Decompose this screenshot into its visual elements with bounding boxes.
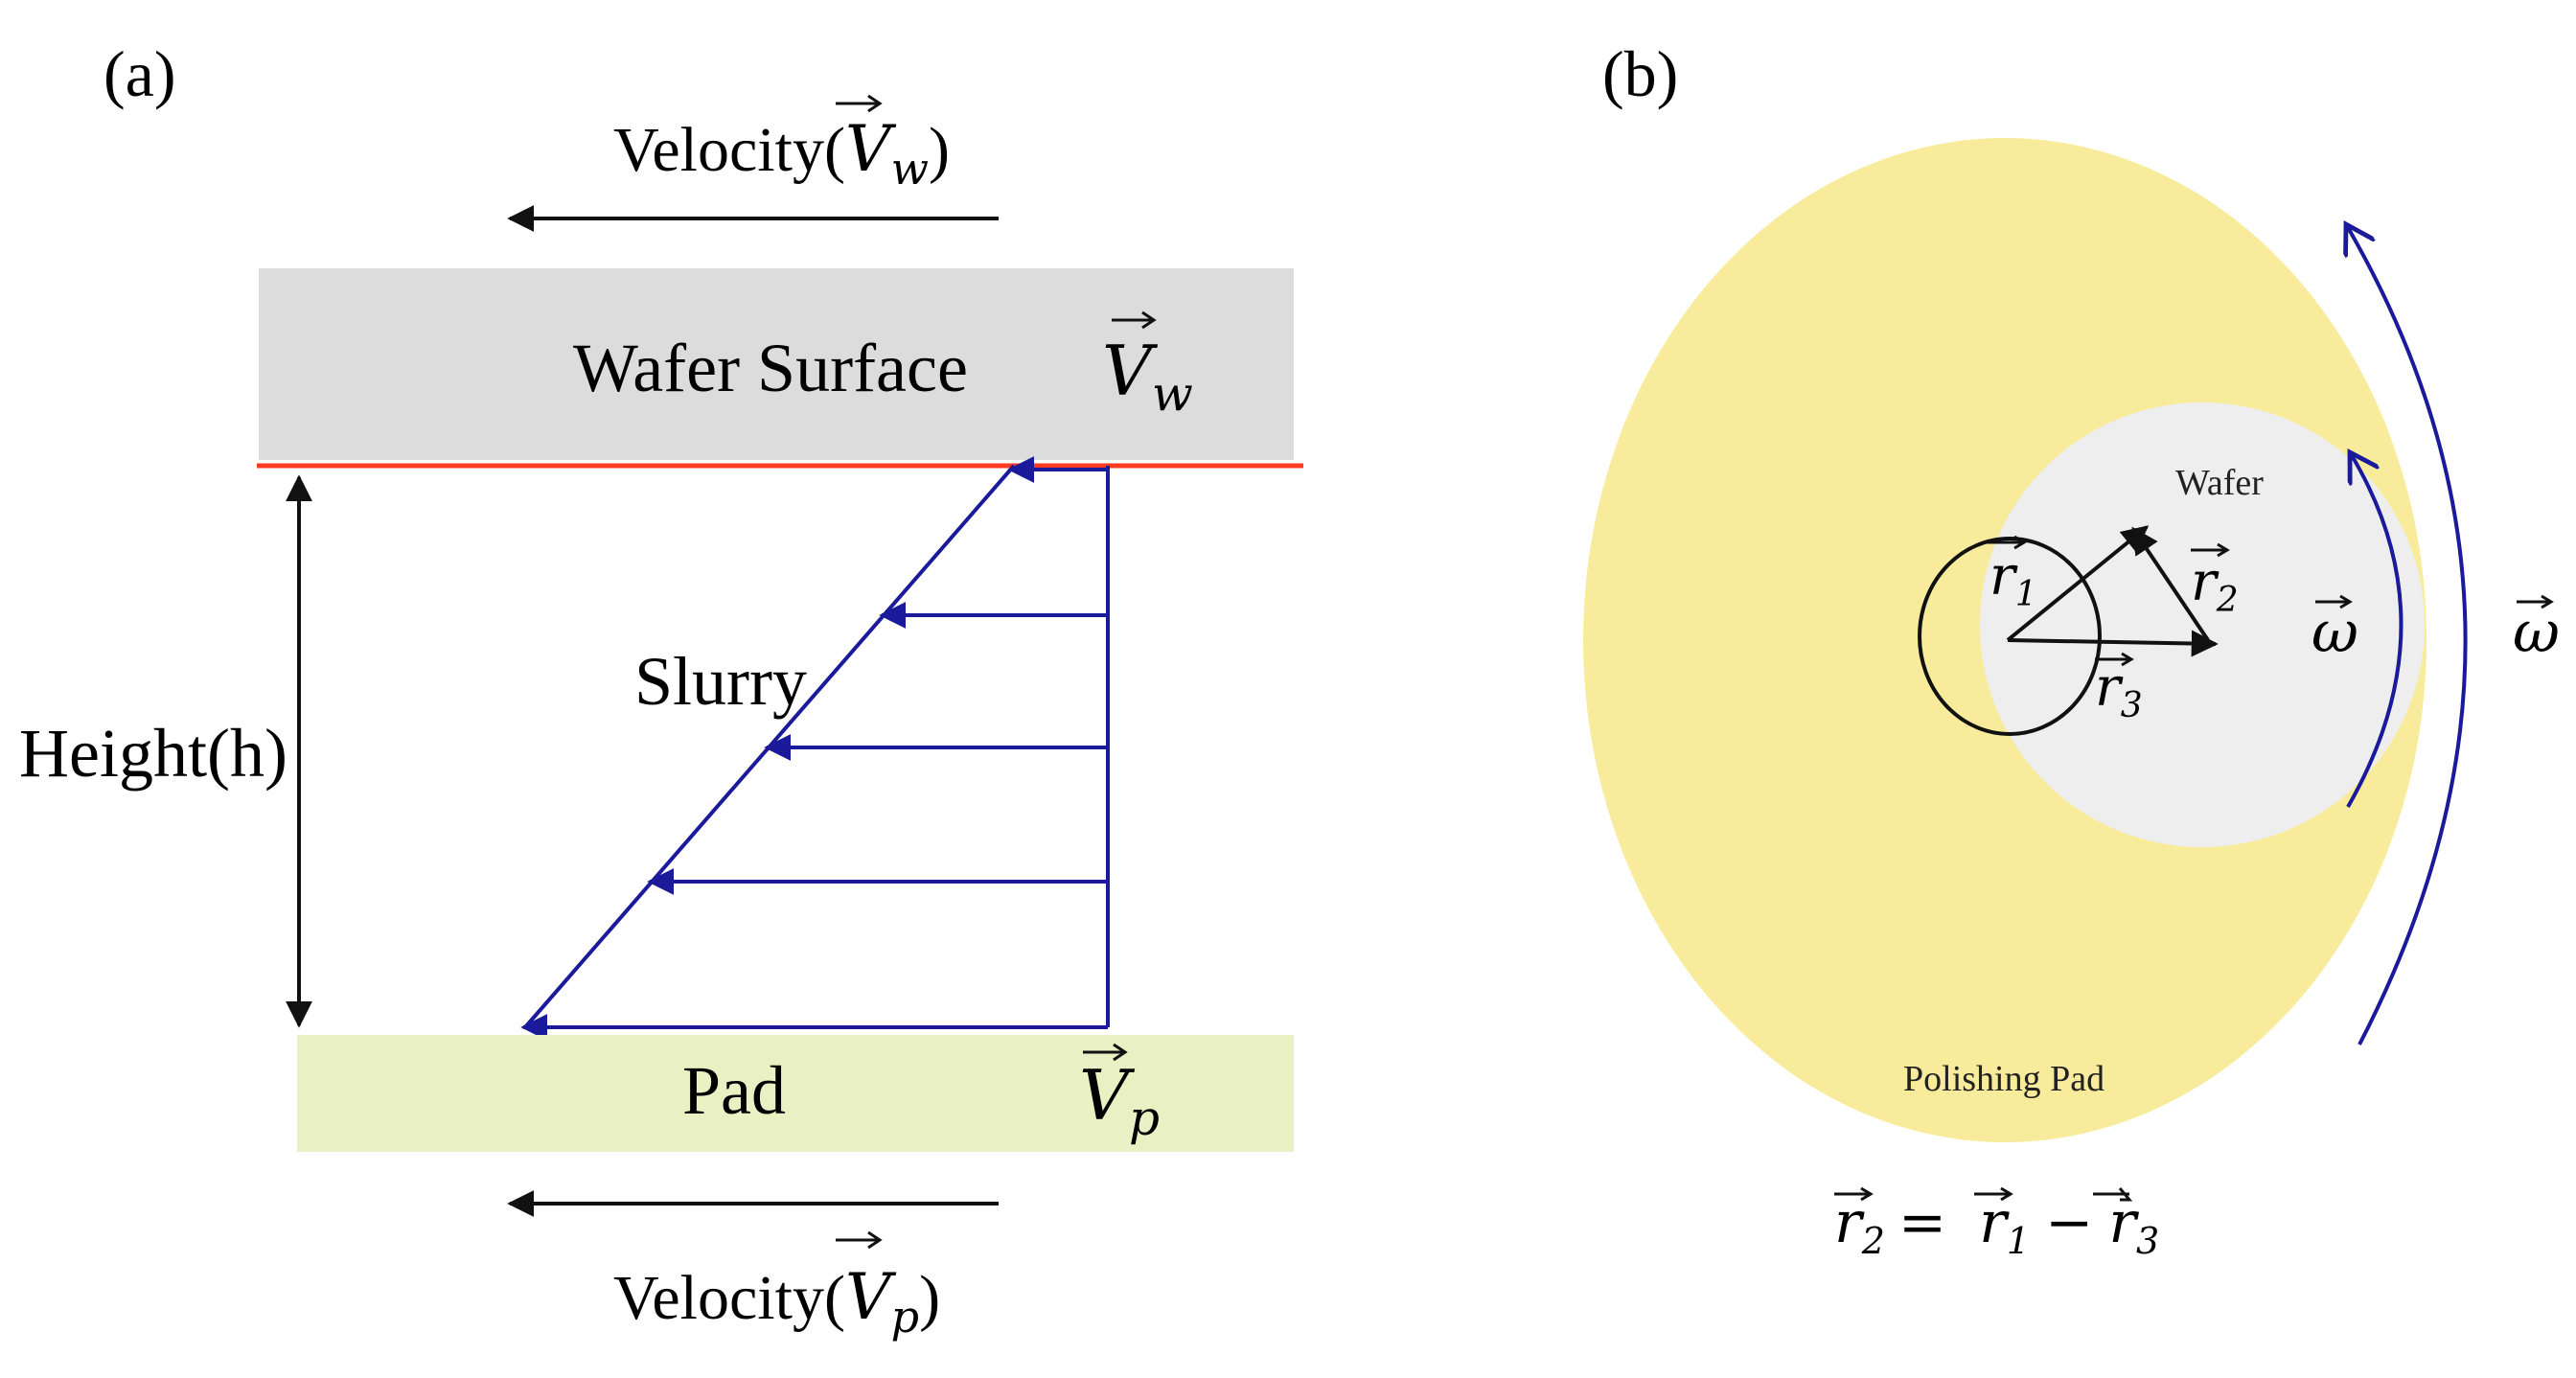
svg-text:Velocity(Vw): Velocity(Vw) bbox=[613, 112, 950, 195]
wafer-disc bbox=[1980, 402, 2425, 847]
pad-block bbox=[297, 1035, 1294, 1152]
svg-text:r3: r3 bbox=[2095, 656, 2143, 725]
r3-label: r3 bbox=[2095, 652, 2143, 725]
vector-arrow-icon bbox=[2095, 652, 2134, 667]
wafer-rotation-arrow bbox=[2346, 452, 2404, 808]
vp-symbol: Vp bbox=[1079, 1043, 1160, 1146]
r1-label: r1 bbox=[1988, 535, 2037, 614]
vector-arrow-icon bbox=[1988, 535, 2027, 550]
r2-vector bbox=[2131, 526, 2210, 642]
vector-arrow-icon bbox=[1112, 310, 1157, 330]
vw-symbol: Vw bbox=[1102, 310, 1193, 422]
svg-text:ω: ω bbox=[2513, 599, 2560, 666]
vector-arrow-icon bbox=[836, 94, 883, 113]
orbit-circle bbox=[1918, 537, 2102, 736]
svg-text:Velocity(Vp): Velocity(Vp) bbox=[613, 1260, 940, 1343]
wafer-surface-label: Wafer Surface bbox=[573, 330, 968, 406]
svg-text:r1: r1 bbox=[1990, 545, 2037, 614]
panel-a-label: (a) bbox=[104, 37, 175, 110]
velocity-p-label: Velocity(Vp) bbox=[613, 1230, 940, 1343]
vector-arrow-icon bbox=[836, 1230, 883, 1250]
slurry-label: Slurry bbox=[634, 643, 807, 720]
panel-b: (b) Wafer Polishing Pad r1 r2 r3 bbox=[1583, 37, 2560, 1262]
r3-vector bbox=[2007, 630, 2219, 657]
vector-arrow-icon bbox=[1083, 1043, 1128, 1062]
height-label: Height(h) bbox=[19, 715, 288, 792]
vector-arrow-icon bbox=[2093, 1187, 2133, 1202]
vectors bbox=[2006, 525, 2219, 657]
panel-b-label: (b) bbox=[1602, 37, 1678, 110]
velocity-profile bbox=[520, 456, 1110, 1041]
vector-arrow-icon bbox=[1974, 1186, 2013, 1202]
r2-label: r2 bbox=[2191, 542, 2239, 620]
pad-label: Pad bbox=[682, 1052, 786, 1129]
omega-inner-label: ω bbox=[2312, 594, 2358, 666]
svg-text:Vw: Vw bbox=[1102, 331, 1193, 422]
svg-text:r2: r2 bbox=[2191, 551, 2239, 620]
svg-text:r2=r1−r3: r2=r1−r3 bbox=[1834, 1189, 2159, 1262]
vector-arrow-icon bbox=[2191, 542, 2230, 558]
wafer-label: Wafer bbox=[2175, 463, 2264, 503]
panel-a: (a) Velocity(Vw) Wafer Surface Vw Height… bbox=[19, 37, 1303, 1343]
polishing-pad-label: Polishing Pad bbox=[1903, 1059, 2104, 1099]
omega-outer-label: ω bbox=[2513, 594, 2560, 666]
equation: r2=r1−r3 bbox=[1834, 1186, 2159, 1262]
vector-arrow-icon bbox=[2315, 594, 2353, 609]
svg-text:ω: ω bbox=[2312, 599, 2358, 666]
pad-rotation-arrow bbox=[2346, 224, 2468, 1045]
svg-text:Vp: Vp bbox=[1079, 1055, 1160, 1146]
velocity-w-label: Velocity(Vw) bbox=[613, 94, 950, 195]
vector-arrow-icon bbox=[1834, 1186, 1874, 1202]
wafer-surface-block bbox=[259, 268, 1294, 460]
vector-arrow-icon bbox=[2517, 594, 2554, 609]
r1-vector bbox=[2006, 525, 2150, 642]
